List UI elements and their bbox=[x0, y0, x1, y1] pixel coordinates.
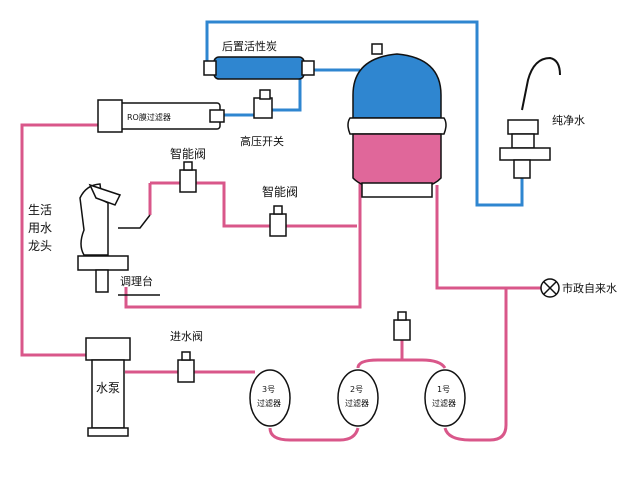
filter3-name: 过滤器 bbox=[257, 398, 281, 408]
smart-valve-mid bbox=[269, 205, 287, 237]
pump-label: 水泵 bbox=[96, 381, 120, 395]
water-pump bbox=[85, 337, 131, 437]
post-carbon-filter bbox=[203, 56, 315, 80]
domestic-faucet bbox=[77, 183, 129, 293]
high-pressure-switch bbox=[253, 89, 273, 119]
filter-2 bbox=[337, 369, 379, 427]
municipal-water-label: 市政自来水 bbox=[562, 281, 617, 295]
domestic-faucet-label-1: 生活 bbox=[28, 203, 52, 217]
counter-edge bbox=[118, 214, 160, 296]
ro-filter-label: RO膜过滤器 bbox=[127, 112, 171, 122]
pure-water-faucet bbox=[499, 56, 561, 179]
high-pressure-switch-label: 高压开关 bbox=[240, 134, 284, 148]
filter-1 bbox=[424, 369, 466, 427]
smart-valve-mid-label: 智能阀 bbox=[262, 184, 298, 199]
filter2-name: 过滤器 bbox=[345, 398, 369, 408]
smart-valve-top bbox=[179, 161, 197, 193]
smart-valve-top-label: 智能阀 bbox=[170, 146, 206, 161]
inlet-valve-label: 进水阀 bbox=[170, 329, 203, 343]
municipal-inlet-fitting bbox=[540, 278, 560, 298]
filter2-num: 2号 bbox=[350, 385, 363, 394]
filter-3 bbox=[249, 369, 291, 427]
domestic-faucet-label-2: 用水 bbox=[28, 221, 52, 235]
pure-water-label: 纯净水 bbox=[552, 113, 585, 127]
ro-filter bbox=[97, 99, 225, 133]
storage-tank bbox=[347, 43, 447, 198]
domestic-faucet-label-3: 龙头 bbox=[28, 239, 52, 253]
inlet-valve bbox=[177, 351, 195, 383]
filter1-num: 1号 bbox=[437, 385, 450, 394]
filter1-name: 过滤器 bbox=[432, 398, 456, 408]
counter-label: 调理台 bbox=[120, 274, 153, 288]
filter3-num: 3号 bbox=[262, 385, 275, 394]
filter-top-valve bbox=[393, 311, 411, 341]
post-carbon-label: 后置活性炭 bbox=[222, 39, 277, 53]
pure-water-lines bbox=[205, 20, 524, 207]
